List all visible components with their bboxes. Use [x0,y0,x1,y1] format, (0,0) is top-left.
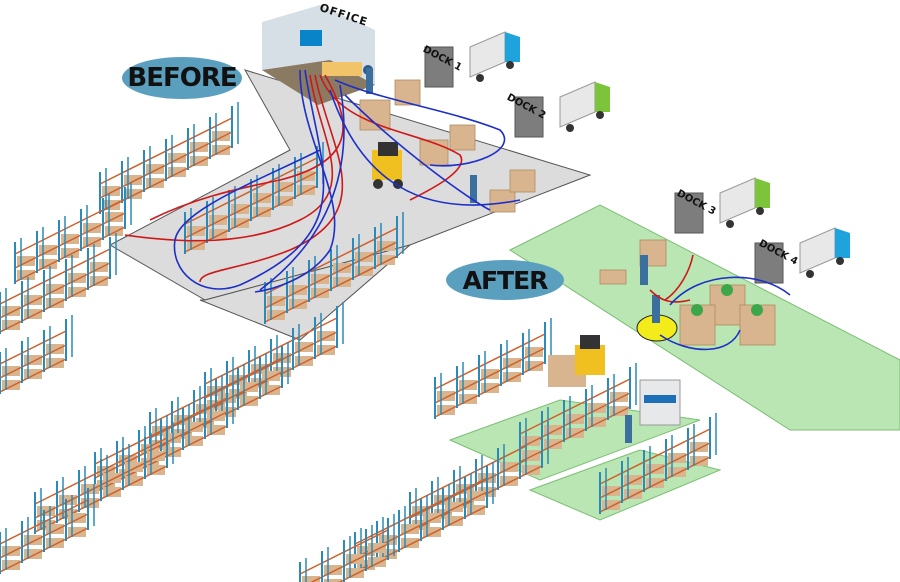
rack-row [0,233,117,334]
rack-row [0,315,73,394]
rack-row [34,422,174,534]
rack-row [14,183,132,284]
travel-paths-after [649,254,791,351]
rack-row [0,484,95,574]
trucks [424,31,850,284]
after-badge: AFTER [446,260,564,300]
rack-row [264,212,404,324]
truck [424,31,520,88]
office-room [262,5,375,105]
rack-row [299,514,395,582]
workers [366,68,660,443]
rack-row [434,318,552,419]
rack-row [599,413,717,514]
travel-paths-before [124,69,521,293]
forklift-after [548,335,605,387]
truck [514,81,610,138]
picking-cart [639,379,681,426]
truck [674,177,770,234]
truck [754,227,850,284]
rack-row [99,102,239,214]
before-badge: BEFORE [122,57,242,99]
forklift-before [372,142,403,189]
green-labels [691,284,763,316]
rack-row [519,363,637,464]
storage-racks [0,102,717,582]
